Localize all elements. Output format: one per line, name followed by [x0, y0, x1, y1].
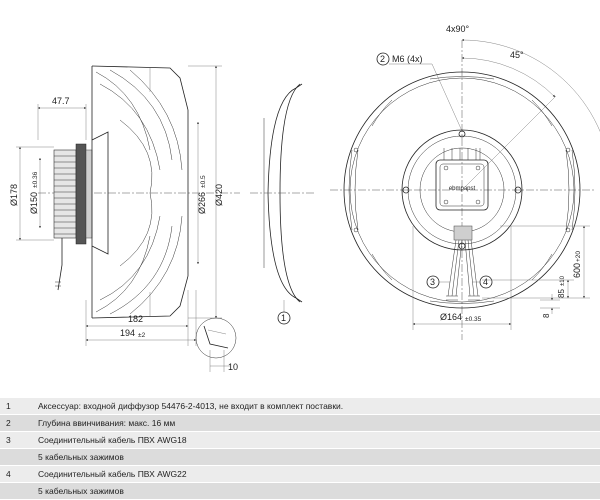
front-view: ebmpapst 4x90°: [330, 24, 600, 340]
dim-text-420: Ø420: [214, 184, 224, 206]
dim-266: Ø266 ±0.5: [197, 121, 207, 265]
legend-row: 2 Глубина ввинчивания: макс. 16 мм: [0, 415, 600, 432]
legend-row: 4 Соединительный кабель ПВХ AWG22: [0, 466, 600, 483]
motor-fins: [53, 143, 93, 245]
dim-text-600: 600: [572, 263, 582, 278]
dim-tol-150: ±0.36: [32, 171, 39, 188]
technical-drawing: 47.7 Ø178 Ø150 ±0.36 Ø266 ±0.5 Ø420: [9, 24, 600, 372]
dim-600: 600 +20: [500, 225, 590, 299]
motor-cable: [57, 238, 63, 291]
callout-3: 3: [426, 275, 450, 289]
callout-3-text: 3: [430, 277, 435, 287]
dim-8: 8: [540, 294, 560, 318]
dim-text-164: Ø164: [440, 312, 462, 322]
legend-table: 1 Аксессуар: входной диффузор 54476-2-40…: [0, 398, 600, 500]
dim-text-178: Ø178: [9, 184, 19, 206]
dim-150: Ø150 ±0.36: [29, 157, 41, 229]
callout-1-text: 1: [281, 313, 286, 323]
dim-tol-600: +20: [575, 251, 582, 262]
brand-label: ebmpapst: [449, 186, 476, 192]
legend-number: 3: [6, 435, 11, 445]
motor-disc: [401, 129, 523, 251]
dim-text-85: 85: [557, 289, 566, 298]
dim-text-10: 10: [228, 362, 238, 372]
dim-text-4x90: 4x90°: [446, 24, 470, 34]
legend-text: Соединительный кабель ПВХ AWG22: [38, 469, 187, 479]
dim-text-266: Ø266: [197, 192, 207, 214]
legend-number: 2: [6, 418, 11, 428]
legend-row: 1 Аксессуар: входной диффузор 54476-2-40…: [0, 398, 600, 415]
electronics-box: [435, 159, 489, 211]
detail-circle: 10: [195, 317, 238, 372]
legend-number: 1: [6, 401, 11, 411]
dim-text-182: 182: [128, 314, 143, 324]
dim-text-45: 45°: [510, 50, 524, 60]
dim-text-47-7: 47.7: [52, 96, 70, 106]
legend-text: Аксессуар: входной диффузор 54476-2-4013…: [38, 401, 344, 411]
dim-47-7: 47.7: [37, 96, 87, 140]
legend-text: 5 кабельных зажимов: [38, 486, 124, 496]
dim-tol-164: ±0.35: [465, 316, 482, 323]
dim-text-150: Ø150: [29, 192, 39, 214]
cables: [446, 239, 480, 301]
legend-row: 3 Соединительный кабель ПВХ AWG18: [0, 432, 600, 449]
dim-text-m6: M6 (4x): [392, 54, 423, 64]
legend-text: 5 кабельных зажимов: [38, 452, 124, 462]
dim-4x90: 4x90°: [446, 24, 600, 132]
dim-tol-266: ±0.5: [200, 175, 207, 188]
legend-number: 4: [6, 469, 11, 479]
callout-4: 4: [472, 275, 493, 289]
legend-row: 5 кабельных зажимов: [0, 483, 600, 500]
side-view: 47.7 Ø178 Ø150 ±0.36 Ø266 ±0.5 Ø420: [9, 65, 240, 372]
dim-45: 45°: [461, 50, 557, 191]
legend-text: Соединительный кабель ПВХ AWG18: [38, 435, 187, 445]
dim-text-8: 8: [542, 313, 551, 318]
impeller-side: [91, 65, 189, 319]
inlet-nozzle-view: 1: [250, 83, 315, 325]
callout-2-text: 2: [380, 54, 385, 64]
dim-164: Ø164 ±0.35: [412, 226, 512, 330]
dim-tol-85: ±10: [560, 275, 566, 286]
dim-178: Ø178: [9, 146, 54, 241]
legend-text: Глубина ввинчивания: макс. 16 мм: [38, 418, 176, 428]
callout-1-circle: [277, 311, 291, 325]
cable-gland: [453, 225, 473, 241]
legend-row: 5 кабельных зажимов: [0, 449, 600, 466]
callout-2: 2 M6 (4x): [376, 52, 463, 132]
dim-text-194: 194: [120, 328, 135, 338]
dim-85: 85 ±10: [482, 275, 590, 299]
dim-tol-194: ±2: [138, 332, 146, 339]
callout-4-text: 4: [483, 277, 488, 287]
